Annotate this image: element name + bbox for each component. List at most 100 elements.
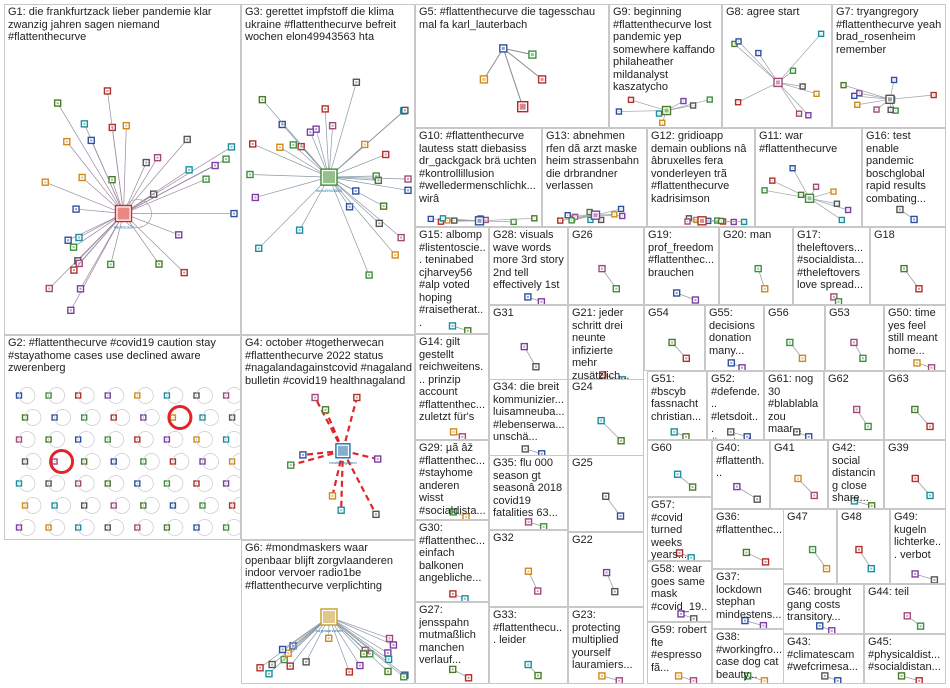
group-panel-g8[interactable]: G8: agree start bbox=[722, 4, 832, 128]
group-panel-g45[interactable]: G45: #physicaldist... #socialdistan... bbox=[864, 634, 946, 684]
group-panel-g33[interactable]: G33: #flattenthecu... leider bbox=[489, 607, 568, 684]
user-node-fill bbox=[524, 447, 527, 450]
user-node-fill bbox=[466, 329, 469, 332]
group-panel-g61[interactable]: G61: nog 30 #blablabla zou maar... bbox=[764, 371, 824, 440]
user-node-fill bbox=[682, 100, 684, 102]
group-panel-g44[interactable]: G44: teil bbox=[864, 584, 946, 634]
group-panel-g39[interactable]: G39 bbox=[884, 440, 946, 509]
group-panel-g43[interactable]: G43: #climatescam #wefcrimesa... bbox=[783, 634, 864, 684]
user-node-fill bbox=[933, 578, 936, 581]
group-graph bbox=[479, 44, 547, 113]
group-panel-g42[interactable]: G42: social distancing close share... bbox=[828, 440, 884, 509]
hub-edge bbox=[328, 82, 357, 178]
user-node-fill bbox=[314, 396, 317, 399]
user-node-fill bbox=[368, 274, 371, 277]
group-panel-g51[interactable]: G51: #bscyb fassnacht christian... bbox=[647, 371, 707, 440]
group-panel-g16[interactable]: G16: test enable pandemic boschglobal ra… bbox=[862, 128, 946, 227]
hub-edge bbox=[328, 176, 370, 276]
group-panel-g15[interactable]: G15: albomp #listentoscie... teninabed c… bbox=[415, 227, 489, 334]
user-node-fill bbox=[451, 592, 454, 595]
user-node-fill bbox=[929, 425, 932, 428]
group-panel-g31[interactable]: G31 bbox=[489, 305, 568, 383]
user-node-fill bbox=[735, 485, 738, 488]
group-panel-g35[interactable]: G35: flu 000 season gt seasonâ 2018 covi… bbox=[489, 455, 568, 530]
group-panel-g54[interactable]: G54 bbox=[644, 305, 705, 371]
group-panel-g28[interactable]: G28: visuals wave words more 3rd story 2… bbox=[489, 227, 568, 305]
group-panel-g17[interactable]: G17: theleftovers... #socialdista... #th… bbox=[793, 227, 870, 305]
user-node-fill bbox=[757, 52, 759, 54]
group-panel-g53[interactable]: G53 bbox=[825, 305, 884, 371]
hub-node-fill bbox=[664, 108, 669, 113]
group-panel-g20[interactable]: G20: man bbox=[719, 227, 793, 305]
self-loop bbox=[231, 453, 240, 470]
group-panel-g37[interactable]: G37: lockdown stephan mindestens... bbox=[712, 569, 787, 629]
user-node-fill bbox=[225, 158, 228, 161]
group-panel-g48[interactable]: G48 bbox=[837, 509, 890, 584]
self-loop bbox=[202, 409, 219, 426]
group-panel-g2[interactable]: G2: #flattenthecurve #covid19 caution st… bbox=[4, 335, 241, 540]
user-node-fill bbox=[442, 217, 444, 219]
group-panel-g32[interactable]: G32 bbox=[489, 530, 568, 607]
group-title: G12: gridioapp demain oublions nâ â‌brux… bbox=[651, 130, 750, 205]
user-node-fill bbox=[853, 499, 856, 502]
group-panel-g59[interactable]: G59: robert fte #espresso fã... bbox=[647, 622, 712, 684]
group-panel-g14[interactable]: G14: gilt gestellt reichweitens... prinz… bbox=[415, 334, 489, 440]
group-graph bbox=[816, 622, 836, 633]
group-panel-g63[interactable]: G63 bbox=[884, 371, 946, 440]
group-panel-g3[interactable]: G3: gerettet impfstoff die klima ukraine… bbox=[241, 4, 415, 335]
group-panel-g7[interactable]: G7: tryangregory #flattenthecurve yeah b… bbox=[832, 4, 946, 128]
group-panel-g6[interactable]: G6: #mondmaskers waar openbaar blijft zo… bbox=[241, 540, 415, 684]
user-node-fill bbox=[900, 674, 903, 677]
group-panel-g5[interactable]: G5: #flattenthecurve die tagesschau mal … bbox=[415, 4, 609, 128]
group-panel-g9[interactable]: G9: beginning #flattenthecurve lost pand… bbox=[609, 4, 722, 128]
group-panel-g12[interactable]: G12: gridioapp demain oublions nâ â‌brux… bbox=[647, 128, 755, 227]
user-node-fill bbox=[482, 77, 486, 81]
user-node-fill bbox=[378, 222, 381, 225]
group-panel-g1[interactable]: G1: die frankfurtzack lieber pandemie kl… bbox=[4, 4, 241, 335]
group-panel-g46[interactable]: G46: brought gang costs transitory... bbox=[783, 584, 864, 634]
user-node-fill bbox=[852, 341, 855, 344]
group-panel-g55[interactable]: G55: decisions donation many... bbox=[705, 305, 764, 371]
group-panel-g47[interactable]: G47 bbox=[783, 509, 837, 584]
hub-edge bbox=[123, 139, 188, 214]
group-panel-g52[interactable]: G52: #defende... #letsdoit... #protecty.… bbox=[707, 371, 764, 440]
group-panel-g62[interactable]: G62 bbox=[824, 371, 884, 440]
group-panel-g36[interactable]: G36: #flattenthec... bbox=[712, 509, 787, 569]
user-node-fill bbox=[281, 123, 284, 126]
hub-edge bbox=[328, 616, 404, 678]
group-panel-g49[interactable]: G49: kugeln lichterke... verbot bbox=[890, 509, 946, 584]
self-loop bbox=[77, 431, 95, 448]
user-node-fill bbox=[807, 435, 810, 438]
group-panel-g24[interactable]: G24 bbox=[568, 379, 644, 457]
group-panel-g57[interactable]: G57: #covid turned weeks years... bbox=[647, 497, 712, 561]
group-graph bbox=[911, 474, 934, 500]
group-panel-g34[interactable]: G34: die breit kommunizier... luisamneub… bbox=[489, 379, 568, 457]
group-panel-g30[interactable]: G30: #flattenthec... einfach balkonen an… bbox=[415, 520, 489, 602]
group-panel-g25[interactable]: G25 bbox=[568, 455, 644, 532]
group-panel-g40[interactable]: G40: #flattenth... bbox=[712, 440, 770, 509]
group-panel-g11[interactable]: G11: war #flattenthecurve bbox=[755, 128, 862, 227]
group-panel-g10[interactable]: G10: #flattenthecurve lautess statt dieb… bbox=[415, 128, 542, 227]
group-panel-g38[interactable]: G38: #workingfro... case dog cat beauty.… bbox=[712, 629, 787, 684]
group-panel-g19[interactable]: G19: prof_freedom #flattenthec... brauch… bbox=[644, 227, 719, 305]
group-panel-g29[interactable]: G29: µã âž #flattenthec... #stayhome and… bbox=[415, 440, 489, 520]
group-panel-g56[interactable]: G56 bbox=[764, 305, 825, 371]
group-panel-g26[interactable]: G26 bbox=[568, 227, 644, 305]
group-panel-g41[interactable]: G41 bbox=[770, 440, 828, 509]
user-node-fill bbox=[453, 220, 455, 222]
group-panel-g58[interactable]: G58: wear goes same mask #covid_19... bbox=[647, 561, 712, 622]
group-panel-g13[interactable]: G13: abnehmen rfen dã arzt maske heim st… bbox=[542, 128, 647, 227]
group-panel-g21[interactable]: G21: jeder schritt drei neunte infiziert… bbox=[568, 305, 644, 383]
user-node-fill bbox=[109, 263, 112, 266]
group-panel-g27[interactable]: G27: jensspahn mutmaßlich manchen verlau… bbox=[415, 602, 489, 684]
group-panel-g60[interactable]: G60 bbox=[647, 440, 712, 497]
group-panel-g22[interactable]: G22 bbox=[568, 532, 644, 607]
group-panel-g50[interactable]: G50: time yes feel still meant home... bbox=[884, 305, 946, 371]
user-node-fill bbox=[309, 131, 312, 134]
red-edge bbox=[341, 397, 358, 452]
group-panel-g18[interactable]: G18 bbox=[870, 227, 946, 305]
group-panel-g23[interactable]: G23: protecting multiplied yourself laur… bbox=[568, 607, 644, 684]
hub-node-fill bbox=[117, 207, 130, 220]
group-panel-g4[interactable]: G4: october #togetherwecan #flattenthecu… bbox=[241, 335, 415, 540]
user-node-fill bbox=[513, 221, 515, 223]
